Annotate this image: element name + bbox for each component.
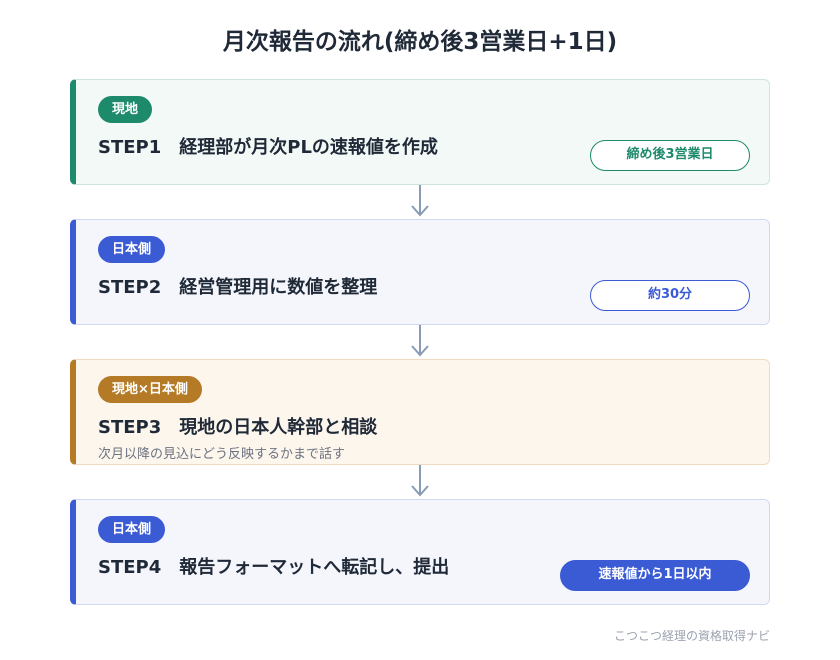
step-1-heading: STEP1 経理部が月次PLの速報値を作成 xyxy=(98,133,438,159)
step-4-text: 報告フォーマットへ転記し、提出 xyxy=(179,557,450,578)
step-card-2: 日本側 STEP2 経営管理用に数値を整理 約30分 xyxy=(70,219,770,325)
step-1-number: STEP1 xyxy=(98,137,162,158)
footer-credit: こつこつ経理の資格取得ナビ xyxy=(613,629,770,643)
step-card-1: 現地 STEP1 経理部が月次PLの速報値を作成 締め後3営業日 xyxy=(70,79,770,185)
step-3-text: 現地の日本人幹部と相談 xyxy=(179,417,378,438)
step-1-text: 経理部が月次PLの速報値を作成 xyxy=(179,137,438,158)
arrow-down-icon xyxy=(410,464,430,498)
step-3-heading: STEP3 現地の日本人幹部と相談 xyxy=(98,413,377,439)
step-3-note: 次月以降の見込にどう反映するかまで話す xyxy=(98,447,346,462)
step-4-heading: STEP4 報告フォーマットへ転記し、提出 xyxy=(98,553,449,579)
step-2-timing-badge: 約30分 xyxy=(590,280,750,311)
step-2-heading: STEP2 経営管理用に数値を整理 xyxy=(98,273,377,299)
step-card-3: 現地×日本側 STEP3 現地の日本人幹部と相談 次月以降の見込にどう反映するかま… xyxy=(70,359,770,465)
arrow-down-icon xyxy=(410,184,430,218)
step-4-number: STEP4 xyxy=(98,557,162,578)
step-1-owner-tag: 現地 xyxy=(98,96,153,123)
diagram-title: 月次報告の流れ(締め後3営業日+1日) xyxy=(222,29,618,55)
step-3-owner-tag: 現地×日本側 xyxy=(98,376,202,403)
step-4-owner-tag: 日本側 xyxy=(98,516,166,543)
step-4-timing-badge: 速報値から1日以内 xyxy=(560,560,750,591)
arrow-down-icon xyxy=(410,324,430,358)
step-2-text: 経営管理用に数値を整理 xyxy=(179,277,378,298)
step-2-number: STEP2 xyxy=(98,277,162,298)
step-2-owner-tag: 日本側 xyxy=(98,236,166,263)
step-card-4: 日本側 STEP4 報告フォーマットへ転記し、提出 速報値から1日以内 xyxy=(70,499,770,605)
step-3-number: STEP3 xyxy=(98,417,162,438)
step-1-timing-badge: 締め後3営業日 xyxy=(590,140,750,171)
